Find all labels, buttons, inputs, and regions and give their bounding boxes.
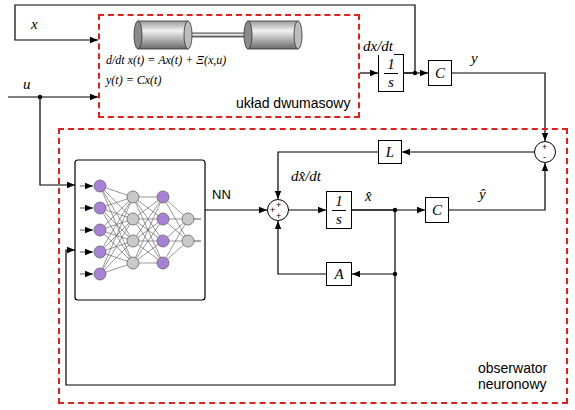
synapse-line [133,197,163,263]
junction-dots [38,71,417,276]
sign-mark: + [276,212,281,221]
input-arrow [80,230,93,231]
signal-label: dx/dt [362,38,394,55]
signal-connector [352,210,395,274]
neural-network-box [75,160,205,300]
block-symbol: s [388,74,394,91]
two-mass-illustration [134,21,302,49]
system-region: d/dt x(t) = Ax(t) + Ξ(x,u) y(t) = Cx(t) uk… [98,14,360,118]
cylinder-cap [244,21,252,49]
output-stub [194,241,201,242]
nn-output-wire [205,209,267,210]
signal-connector [278,221,326,274]
state-feedback-wire [66,250,395,385]
signal-label: ŷ [478,186,487,203]
junction-dot [38,95,42,99]
signal-connector [289,209,326,210]
sign-mark: + [542,143,547,152]
neuron [182,235,194,247]
state-matrix-block: A [326,262,352,286]
output-stub [194,219,201,220]
neuron [127,257,139,269]
signal-label: y [470,50,479,67]
synapse-line [133,197,163,263]
signal-label: x̂ [364,188,373,205]
gain-block: L [378,140,402,164]
shaft [188,33,248,37]
neuron [127,235,139,247]
block-symbol: s [336,211,342,228]
sign-mark: + [276,201,281,210]
signal-label: u [22,76,32,93]
signal-connector [449,163,545,210]
input-wire [8,96,98,97]
mass-cylinder [248,21,298,49]
region-text: y(t) = Cx(t) [106,74,161,87]
input-arrow [80,186,93,187]
summing-junction: +++ [267,199,289,221]
neuron [94,180,106,192]
signal-label: x [30,16,39,33]
cylinder-cap [294,21,302,49]
signal-label: dx̂/dt [290,168,322,185]
sign-mark: - [543,153,546,162]
sign-mark: + [270,206,275,215]
cylinder-cap [184,21,192,49]
neuron [182,213,194,225]
neuron [94,268,106,280]
neuron [94,202,106,214]
summing-junction: +- [534,141,556,163]
neuron [127,191,139,203]
neural-network-symbol [80,180,201,280]
region-text: d/dt x(t) = Ax(t) + Ξ(x,u) [106,54,226,67]
neuron [157,213,169,225]
neuron [94,224,106,236]
signal-connector [452,73,545,141]
cylinder-cap [134,21,142,49]
block-symbol: L [386,144,394,161]
block-symbol: 1 [332,193,346,211]
synapse-line [100,241,133,274]
neuron [157,235,169,247]
wires [8,97,395,385]
input-arrow [80,274,93,275]
neuron [127,213,139,225]
block-symbol: 1 [384,56,398,74]
region-text: układ dwumasowy [236,96,350,111]
block-symbol: C [432,202,442,219]
block-symbol: A [334,266,343,283]
signal-connector [360,72,378,73]
neuron [94,246,106,258]
neuron [157,257,169,269]
input-arrow [80,208,93,209]
integrator-block: 1s [326,191,352,229]
output-matrix-block: C [428,60,452,86]
block-symbol: C [435,65,445,82]
output-matrix-block: C [425,197,449,223]
region-text: obserwator neuronowy [478,360,566,392]
mass-cylinder [138,21,188,49]
signal-label: NN [211,188,232,202]
signal-connector [402,151,534,152]
neuron [157,191,169,203]
integrator-block: 1s [378,54,404,92]
input-arrow [80,252,93,253]
